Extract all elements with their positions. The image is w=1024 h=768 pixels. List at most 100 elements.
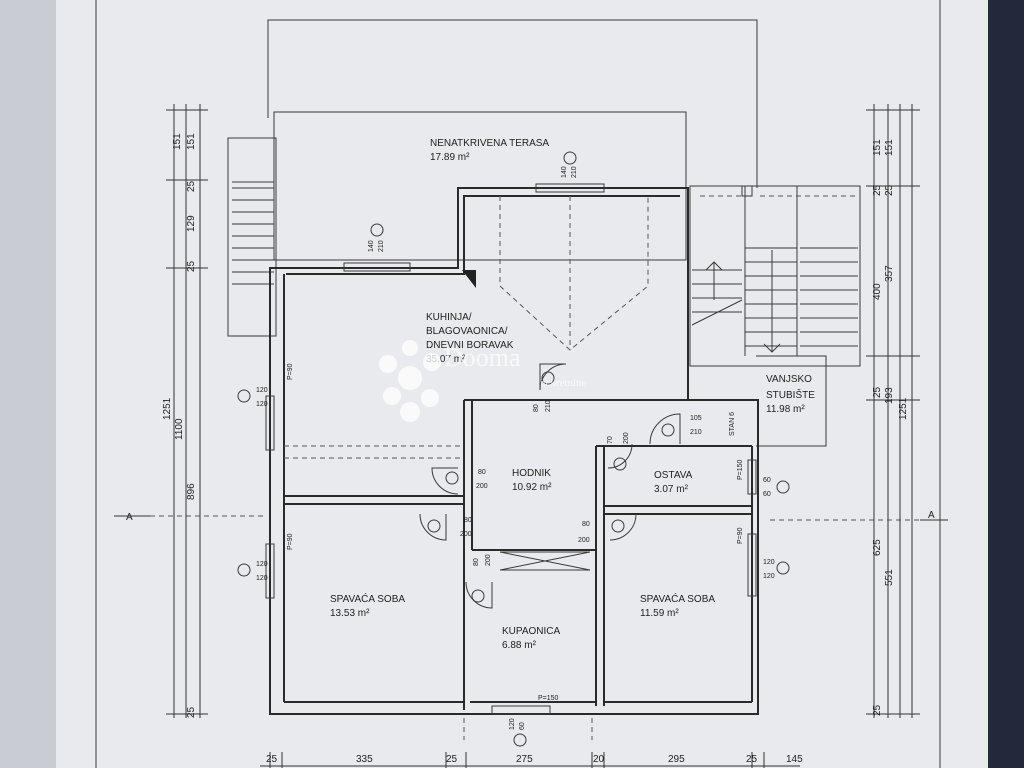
svg-text:193: 193 bbox=[884, 387, 895, 404]
w-right2-height: 120 bbox=[763, 573, 775, 580]
room-area-hodnik: 10.92 m² bbox=[512, 482, 552, 493]
svg-text:20: 20 bbox=[593, 754, 605, 765]
doors bbox=[419, 363, 681, 609]
room-area-ostava: 3.07 m² bbox=[654, 484, 689, 495]
svg-text:25: 25 bbox=[186, 260, 197, 272]
left-dimension-lines bbox=[166, 104, 208, 718]
room-name-stubiste-2: STUBIŠTE bbox=[766, 388, 815, 401]
svg-text:295: 295 bbox=[668, 754, 685, 765]
w-terasa-width: 140 bbox=[561, 166, 568, 178]
d-ostava-height: 200 bbox=[623, 432, 630, 444]
bottom-dimension-labels: 25 335 25 275 20 295 25 145 bbox=[266, 754, 803, 765]
room-name-soba-right: SPAVAĆA SOBA bbox=[640, 592, 715, 605]
w-right1-width: 60 bbox=[763, 477, 771, 484]
d-hodnik-height: 200 bbox=[476, 483, 488, 490]
svg-text:1251: 1251 bbox=[162, 397, 173, 420]
room-name-ostava: OSTAVA bbox=[654, 470, 693, 481]
svg-text:151: 151 bbox=[186, 133, 197, 150]
section-marker-left: A bbox=[126, 512, 133, 523]
room-name-kuhinja-3: DNEVNI BORAVAK bbox=[426, 340, 514, 351]
bottom-dimension-lines bbox=[260, 752, 800, 768]
svg-text:151: 151 bbox=[872, 139, 883, 156]
svg-text:25: 25 bbox=[446, 754, 458, 765]
svg-text:25: 25 bbox=[186, 706, 197, 718]
chimney-icon bbox=[462, 270, 476, 288]
svg-text:1251: 1251 bbox=[898, 397, 909, 420]
svg-text:25: 25 bbox=[186, 180, 197, 192]
room-area-kupaonica: 6.88 m² bbox=[502, 640, 537, 651]
d-kuhinja-height: 210 bbox=[545, 400, 552, 412]
right-dimension-lines bbox=[866, 104, 920, 718]
stan-label: STAN 6 bbox=[729, 412, 736, 436]
room-area-stubiste: 11.98 m² bbox=[766, 404, 805, 415]
background-left bbox=[0, 0, 56, 768]
parapet-left-1: P=90 bbox=[287, 363, 294, 380]
parapet-right-2: P=90 bbox=[737, 527, 744, 544]
svg-text:151: 151 bbox=[172, 133, 183, 150]
w-left1-width: 120 bbox=[256, 387, 268, 394]
svg-text:151: 151 bbox=[884, 139, 895, 156]
parapet-bottom: P=150 bbox=[538, 695, 559, 702]
svg-text:896: 896 bbox=[186, 483, 197, 500]
d-kuhinja-width: 80 bbox=[533, 404, 540, 412]
d-hodnik-width: 80 bbox=[478, 469, 486, 476]
d-kup-width: 80 bbox=[473, 558, 480, 566]
flower-petal-icon bbox=[398, 366, 422, 390]
room-name-hodnik: HODNIK bbox=[512, 468, 551, 479]
room-area-soba-left: 13.53 m² bbox=[330, 608, 370, 619]
svg-text:129: 129 bbox=[186, 215, 197, 232]
overhead-dashed-lines bbox=[150, 196, 920, 740]
svg-text:275: 275 bbox=[516, 754, 533, 765]
w-left1-height: 120 bbox=[256, 401, 268, 408]
room-name-kuhinja-1: KUHINJA/ bbox=[426, 312, 472, 323]
section-marker-right: A bbox=[928, 510, 935, 521]
w-terasa-height: 210 bbox=[571, 166, 578, 178]
svg-text:25: 25 bbox=[884, 184, 895, 196]
svg-text:357: 357 bbox=[884, 265, 895, 282]
parapet-left-2: P=90 bbox=[287, 533, 294, 550]
svg-text:25: 25 bbox=[872, 386, 883, 398]
parapet-right-1: P=150 bbox=[737, 459, 744, 480]
d-stub-height: 210 bbox=[690, 429, 702, 436]
room-area-soba-right: 11.59 m² bbox=[640, 608, 679, 619]
d-soba-r-width: 80 bbox=[582, 521, 590, 528]
svg-text:25: 25 bbox=[266, 754, 278, 765]
watermark-brand: Dooma bbox=[444, 343, 521, 372]
room-name-kuhinja-2: BLAGOVAONICA/ bbox=[426, 326, 508, 337]
d-soba-r-height: 200 bbox=[578, 537, 590, 544]
room-name-terasa: NENATKRIVENA TERASA bbox=[430, 138, 549, 149]
left-stair bbox=[227, 137, 277, 337]
opening-labels: 140 210 140 210 120 120 120 120 60 60 12… bbox=[256, 166, 775, 730]
marker-circles bbox=[237, 151, 790, 747]
left-dimension-labels: 151 151 25 129 25 1251 1100 896 25 bbox=[162, 133, 197, 718]
svg-text:1100: 1100 bbox=[174, 418, 185, 440]
room-name-kupaonica: KUPAONICA bbox=[502, 626, 560, 637]
w-kuhinja-height: 210 bbox=[378, 240, 385, 252]
stair-landing bbox=[756, 355, 827, 447]
windows bbox=[265, 183, 757, 715]
d-ostava-width: 70 bbox=[607, 436, 614, 444]
terrace-parapet-outer bbox=[267, 19, 758, 188]
svg-text:335: 335 bbox=[356, 754, 373, 765]
room-name-soba-left: SPAVAĆA SOBA bbox=[330, 592, 405, 605]
svg-text:551: 551 bbox=[884, 569, 895, 586]
interior-walls bbox=[283, 274, 753, 710]
watermark-tagline: nekretnine bbox=[540, 377, 587, 389]
room-area-kuhinja: 35.07 m² bbox=[426, 354, 466, 365]
exterior-wall bbox=[269, 187, 759, 715]
w-bottom-width: 120 bbox=[509, 718, 516, 730]
d-soba-l-height: 200 bbox=[460, 531, 472, 538]
d-stub-width: 105 bbox=[690, 415, 702, 422]
paper-sheet bbox=[56, 0, 988, 768]
terrace-boundary bbox=[273, 111, 687, 261]
svg-text:25: 25 bbox=[872, 184, 883, 196]
right-dimension-labels: 151 151 25 25 400 357 25 193 1251 625 55… bbox=[872, 139, 909, 716]
w-right2-width: 120 bbox=[763, 559, 775, 566]
w-bottom-height: 60 bbox=[519, 722, 526, 730]
exterior-wall-inner bbox=[286, 195, 680, 275]
d-kup-height: 200 bbox=[485, 554, 492, 566]
d-soba-l-width: 80 bbox=[464, 517, 472, 524]
watermark-logo bbox=[379, 340, 441, 422]
